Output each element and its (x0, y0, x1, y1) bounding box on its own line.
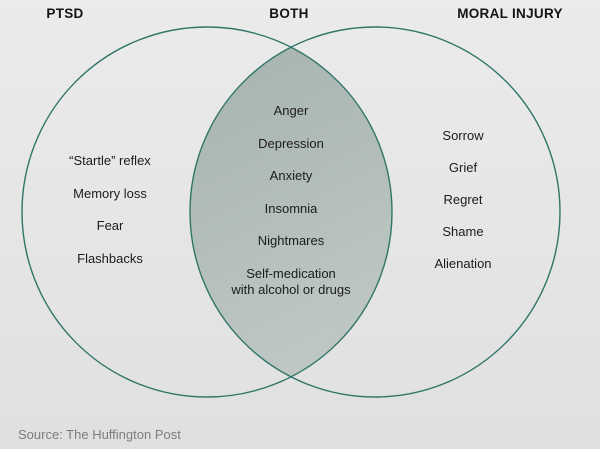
right-circle (189, 26, 561, 398)
list-item: Anger (273, 103, 309, 118)
source-caption: Source: The Huffington Post (18, 427, 181, 442)
left-circle-item-list: “Startle” reflex Memory loss Fear Flashb… (30, 153, 190, 267)
list-item: Grief (448, 160, 478, 175)
right-circle-label: MORAL INJURY (457, 6, 563, 21)
list-item: Insomnia (264, 200, 318, 216)
overlap-item-list: Anger Depression Anxiety Insomnia Nightm… (181, 103, 401, 298)
list-item: “Startle” reflex (69, 153, 151, 168)
list-item: Memory loss (73, 185, 147, 201)
list-item: Alienation (434, 256, 492, 271)
left-circle (21, 26, 393, 398)
list-item: Regret (443, 192, 483, 207)
list-item: Nightmares (257, 233, 325, 248)
list-item: Depression (258, 135, 324, 151)
list-item: Flashbacks (77, 250, 143, 266)
list-item: Fear (96, 218, 124, 233)
list-item: Anxiety (269, 168, 313, 183)
list-item: Shame (442, 224, 484, 239)
overlap-region (190, 47, 392, 377)
list-item: Self-medication with alcohol or drugs (231, 265, 351, 297)
right-circle-item-list: Sorrow Grief Regret Shame Alienation (383, 128, 543, 272)
left-circle-label: PTSD (46, 6, 84, 21)
list-item: Sorrow (442, 128, 484, 143)
overlap-label: BOTH (269, 6, 309, 21)
